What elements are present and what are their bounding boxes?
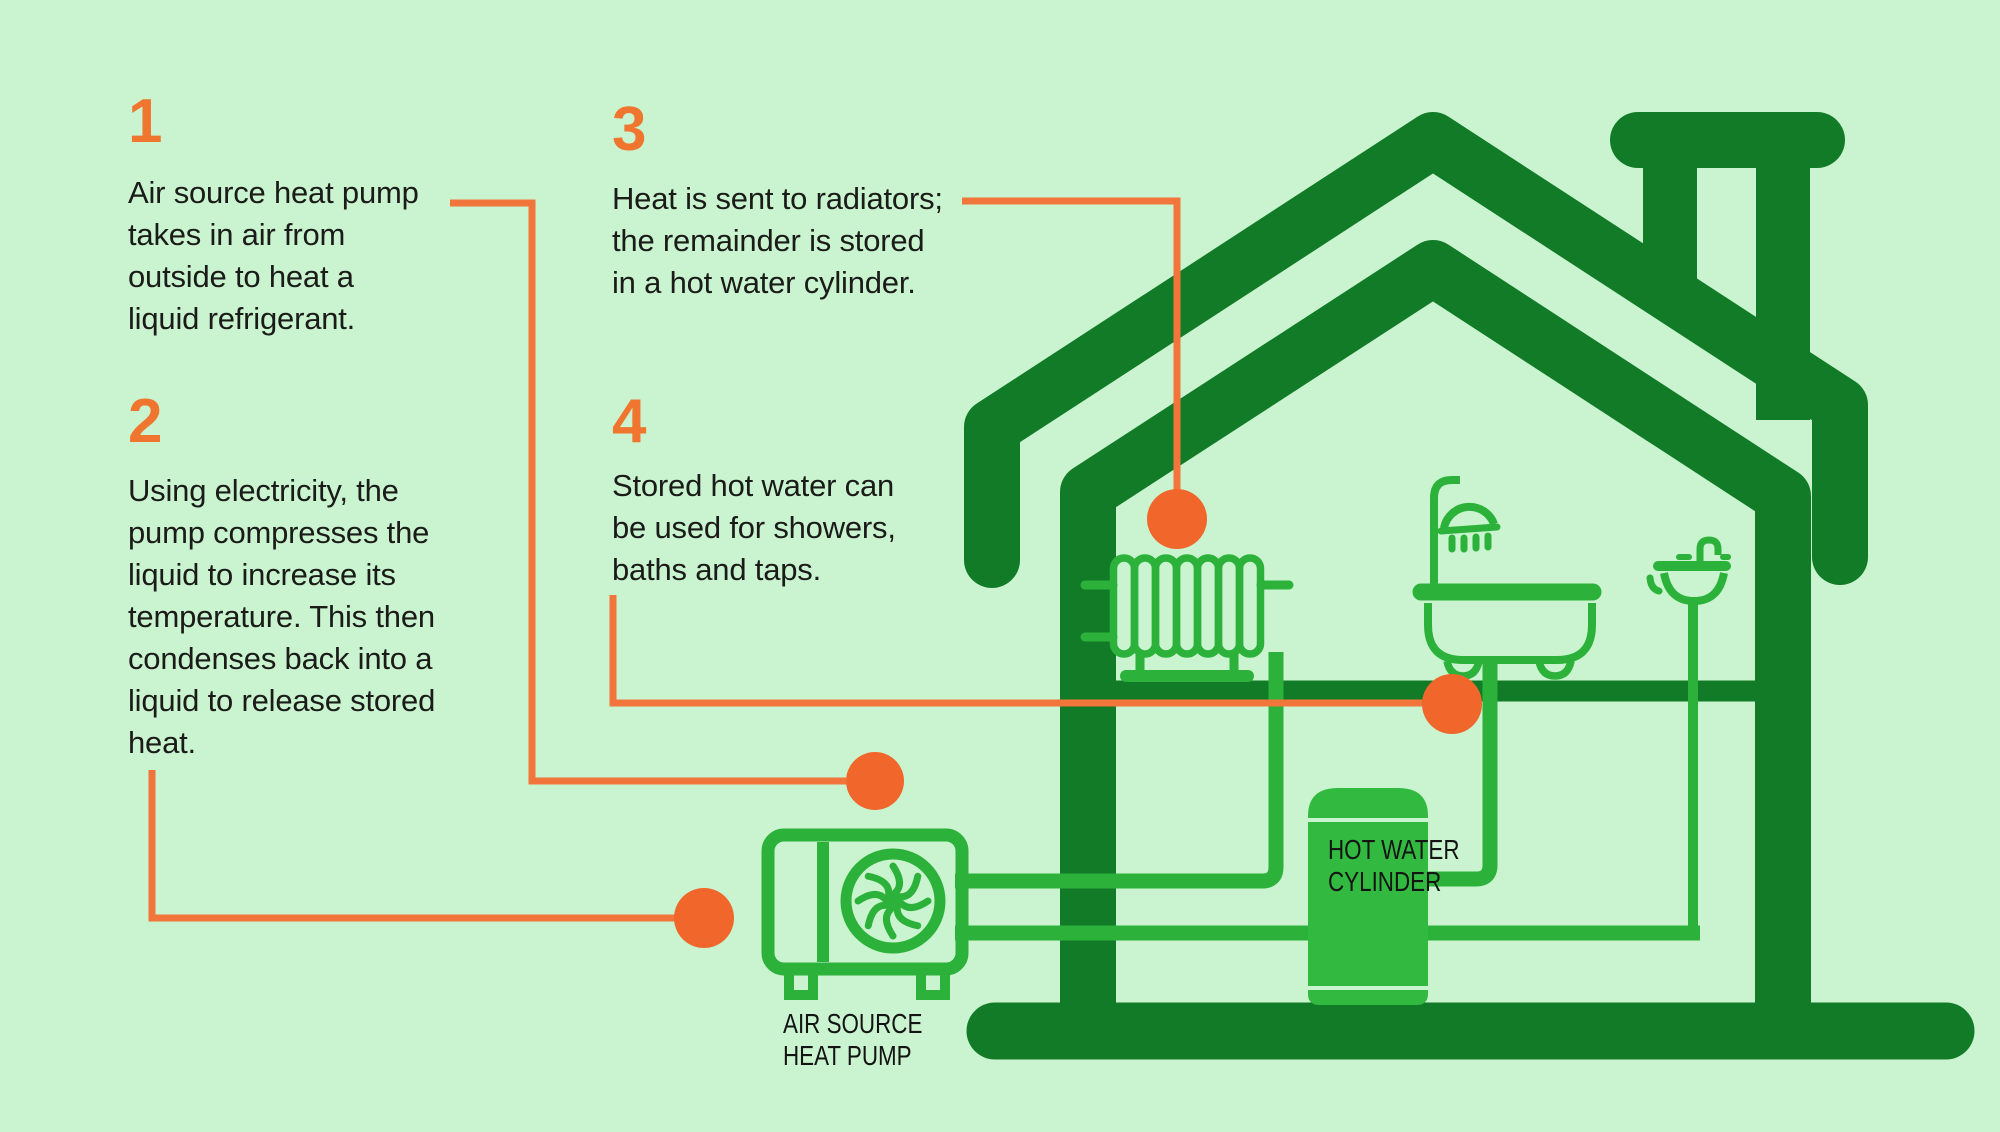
- pipe-pump-to-radiator: [955, 652, 1284, 889]
- connector-dot-4: [1422, 674, 1482, 734]
- step-4-number: 4: [612, 387, 647, 456]
- callout-line-1: [450, 199, 846, 785]
- shower-icon: [1430, 476, 1501, 592]
- callout-line-3: [962, 197, 1181, 492]
- hot-water-cylinder-icon: [1308, 788, 1428, 1005]
- step-1-text: Air source heat pump takes in air from o…: [128, 175, 419, 336]
- roof-outer-band: [964, 112, 1868, 588]
- label-air-source-heat-pump: AIR SOURCE HEAT PUMP: [783, 1008, 923, 1071]
- callout-line-2: [148, 770, 675, 922]
- sink-icon: [1646, 536, 1731, 606]
- bathtub-icon: [1412, 583, 1602, 680]
- callout-line-4: [609, 595, 1423, 707]
- fan-icon: [840, 848, 946, 954]
- tap-icon: [1696, 536, 1722, 562]
- orange-callout-lines-with-dots: [148, 197, 1482, 948]
- label-hot-water-cylinder: HOT WATER CYLINDER: [1328, 834, 1460, 897]
- connector-dot-1: [846, 752, 904, 810]
- step-3-text: Heat is sent to radiators; the remainder…: [612, 181, 943, 300]
- air-source-heat-pump-icon: [761, 828, 969, 1000]
- pipe-bath-to-cylinder: [1424, 662, 1498, 887]
- step-3-number: 3: [612, 95, 647, 164]
- connector-dot-2: [674, 888, 734, 948]
- shower-drops: [1448, 532, 1492, 553]
- connector-dot-3: [1147, 489, 1207, 549]
- roof-inner-band-and-walls: [1060, 240, 1811, 1035]
- step-4-text: Stored hot water can be used for showers…: [612, 468, 896, 587]
- step-2-number: 2: [128, 387, 163, 456]
- step-1-number: 1: [128, 87, 163, 156]
- radiator-icon: [1080, 554, 1294, 682]
- step-2-text: Using electricity, the pump compresses t…: [128, 473, 436, 760]
